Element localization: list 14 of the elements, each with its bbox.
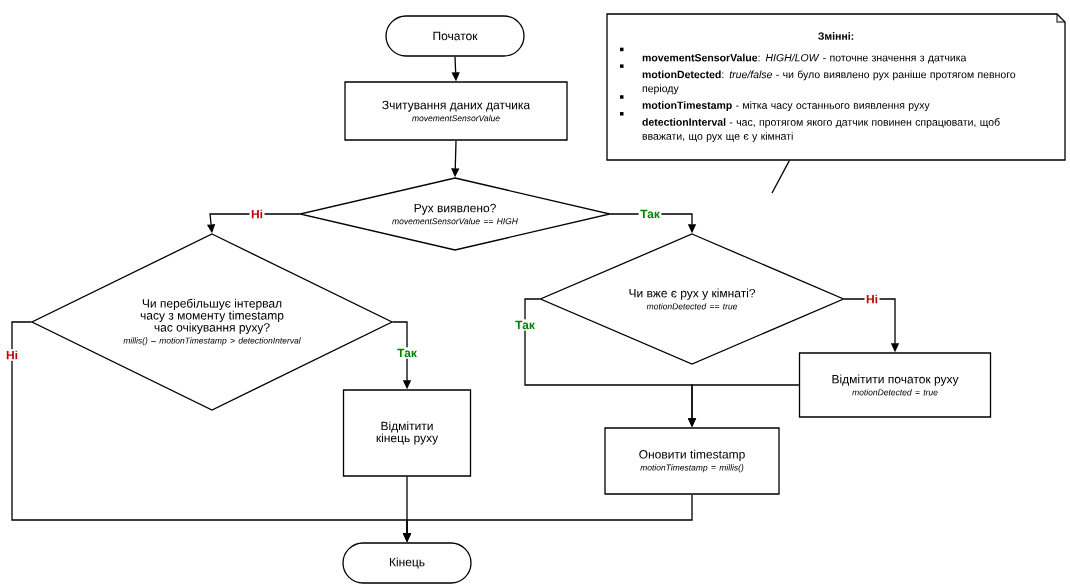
edge-label: Ні	[864, 293, 880, 305]
edge-label: Так	[513, 319, 537, 331]
process-box: Оновити timestamp motionTimestamp = millis()	[604, 427, 780, 495]
process-box: Відмітити кінець руху	[342, 389, 472, 477]
edge-label: Ні	[4, 349, 20, 361]
terminator-box: Початок	[385, 15, 525, 57]
process-box: Відмітити початок руху motionDetected = true	[798, 352, 992, 418]
edge-label: Ні	[249, 208, 265, 220]
process-box: Зчитування даних датчика movementSensorValue	[344, 81, 568, 141]
edge-label: Так	[638, 208, 662, 220]
terminator-box: Кінець	[342, 542, 472, 584]
leader-line	[771, 160, 790, 194]
edge-label: Так	[395, 347, 419, 359]
callout-box: Змінні: movementSensorValue: HIGH/LOW - поточне значення з датчика motionDetected: true/false - чи було виявлено рух раніше протягом певного періоду motionTimestamp - мітка часу останнього виявлення руху detectionInterval - час, протягом якого датчик повинен спрацювати, щоб вважати, що рух ще є у кімнаті	[606, 13, 1066, 161]
